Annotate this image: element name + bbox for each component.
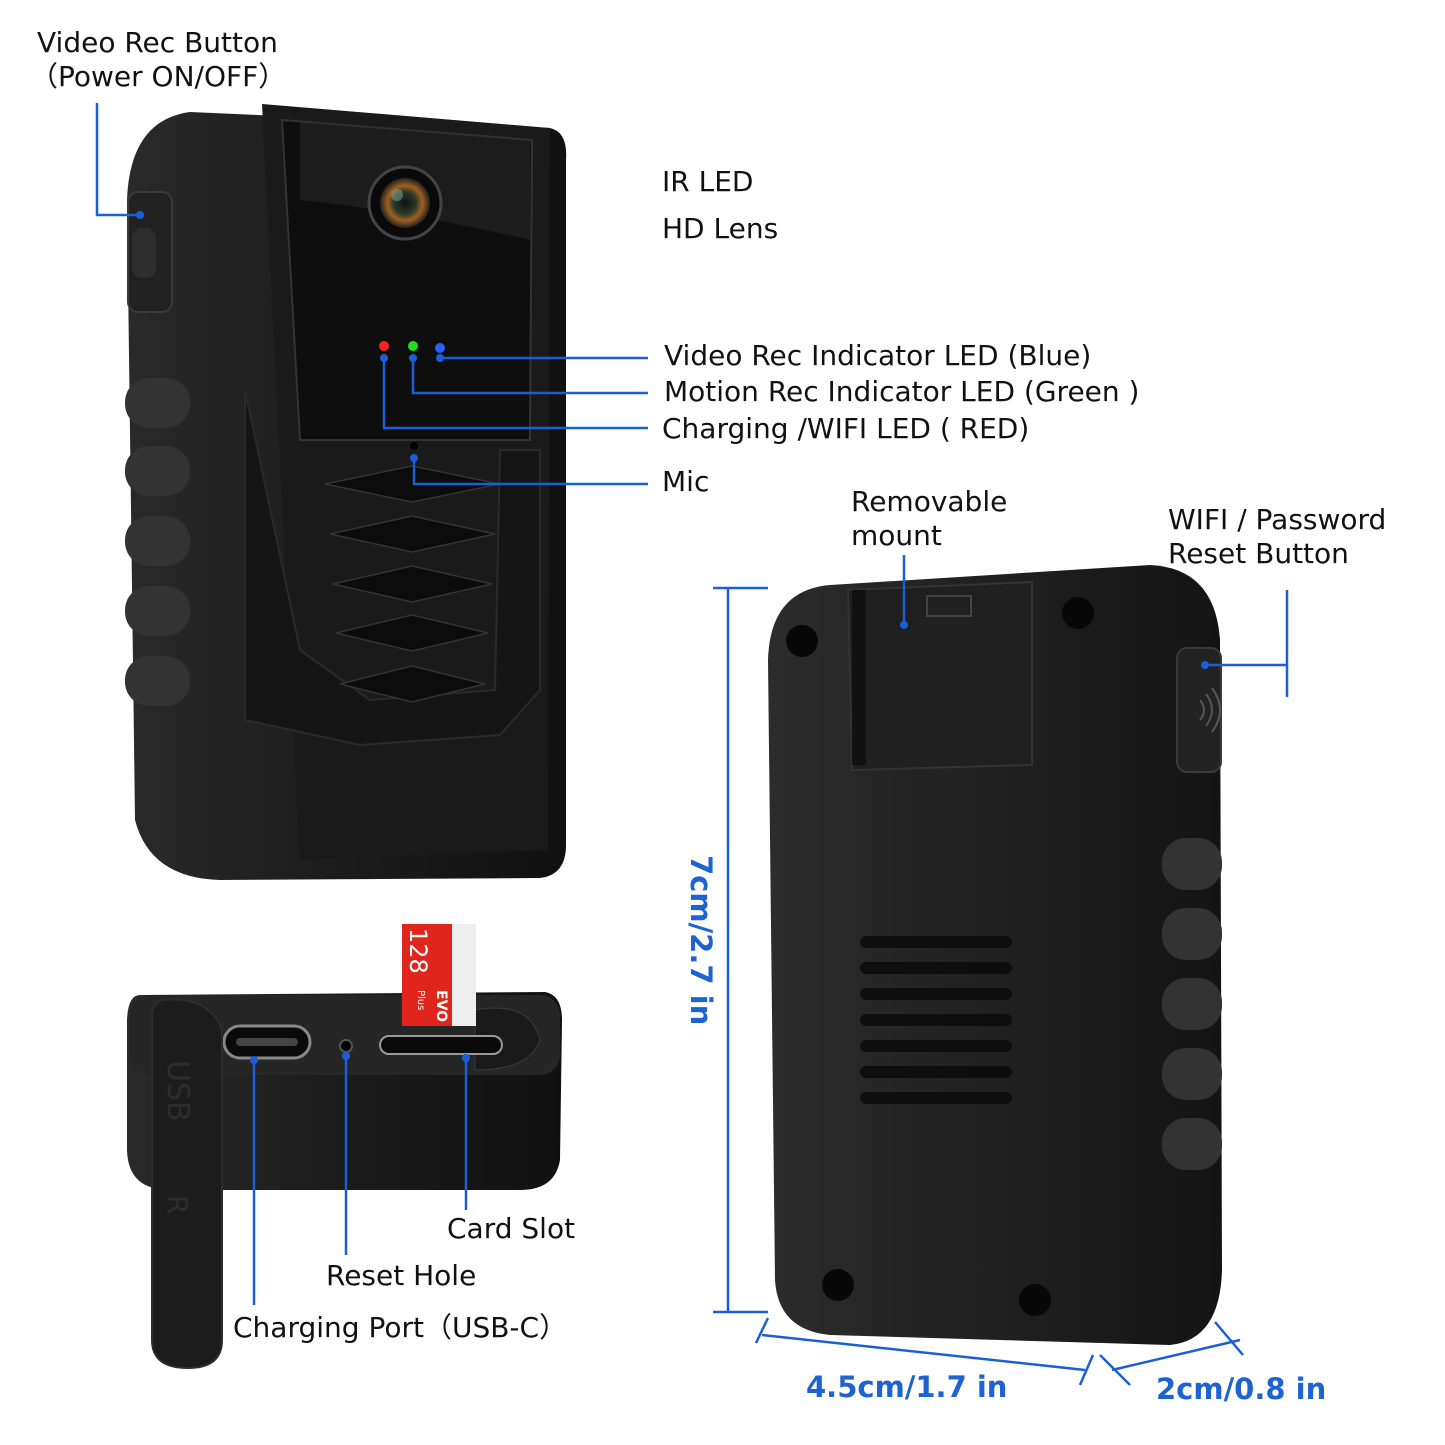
leader-lines bbox=[95, 103, 1289, 1386]
motion-led-label: Motion Rec Indicator LED (Green ) bbox=[664, 375, 1140, 408]
removable-mount bbox=[846, 580, 1033, 772]
wifi-icon bbox=[1199, 687, 1221, 733]
video-rec-button-label: Video Rec Button bbox=[37, 26, 278, 59]
green-led bbox=[408, 341, 418, 351]
depth-dimension: 2cm/0.8 in bbox=[1156, 1372, 1327, 1406]
cover-usb-mark: USB bbox=[160, 1060, 195, 1122]
sd-card: 128 EVO Plus bbox=[402, 924, 476, 1026]
hd-lens-label: HD Lens bbox=[662, 212, 779, 245]
mic-label: Mic bbox=[662, 465, 710, 498]
height-dimension: 7cm/2.7 in bbox=[684, 855, 718, 1026]
charging-port-label: Charging Port（USB-C） bbox=[233, 1311, 568, 1344]
sd-card-sub: Plus bbox=[415, 990, 426, 1010]
width-dimension: 4.5cm/1.7 in bbox=[806, 1370, 1008, 1404]
removable-mount-label-2: mount bbox=[851, 519, 942, 552]
reset-hole-label: Reset Hole bbox=[326, 1259, 477, 1292]
card-slot-label: Card Slot bbox=[447, 1212, 576, 1245]
speaker-grille bbox=[860, 936, 1012, 1104]
wifi-reset-button bbox=[1176, 647, 1222, 773]
charging-led-label: Charging /WIFI LED ( RED) bbox=[662, 412, 1030, 445]
sd-card-capacity: 128 bbox=[404, 928, 432, 974]
sd-card-brand: EVO bbox=[433, 990, 449, 1022]
usb-cover-flap bbox=[151, 998, 223, 1370]
front-view-camera bbox=[125, 104, 567, 880]
red-led bbox=[379, 341, 389, 351]
ir-led-label: IR LED bbox=[662, 165, 754, 198]
mic-hole bbox=[410, 442, 418, 450]
power-label: （Power ON/OFF） bbox=[30, 60, 287, 93]
card-slot bbox=[379, 1035, 503, 1055]
wifi-reset-label-2: Reset Button bbox=[1168, 537, 1349, 570]
reset-hole bbox=[339, 1039, 353, 1053]
wifi-reset-label-1: WIFI / Password bbox=[1168, 503, 1387, 536]
cover-r-mark: R bbox=[161, 1195, 194, 1214]
video-led-label: Video Rec Indicator LED (Blue) bbox=[664, 339, 1092, 372]
back-view-camera bbox=[768, 565, 1222, 1345]
blue-led bbox=[435, 343, 445, 353]
leader-dots bbox=[136, 211, 1209, 1064]
bottom-view-camera: 128 EVO Plus USB R bbox=[127, 924, 562, 1370]
removable-mount-label-1: Removable bbox=[851, 485, 1008, 518]
